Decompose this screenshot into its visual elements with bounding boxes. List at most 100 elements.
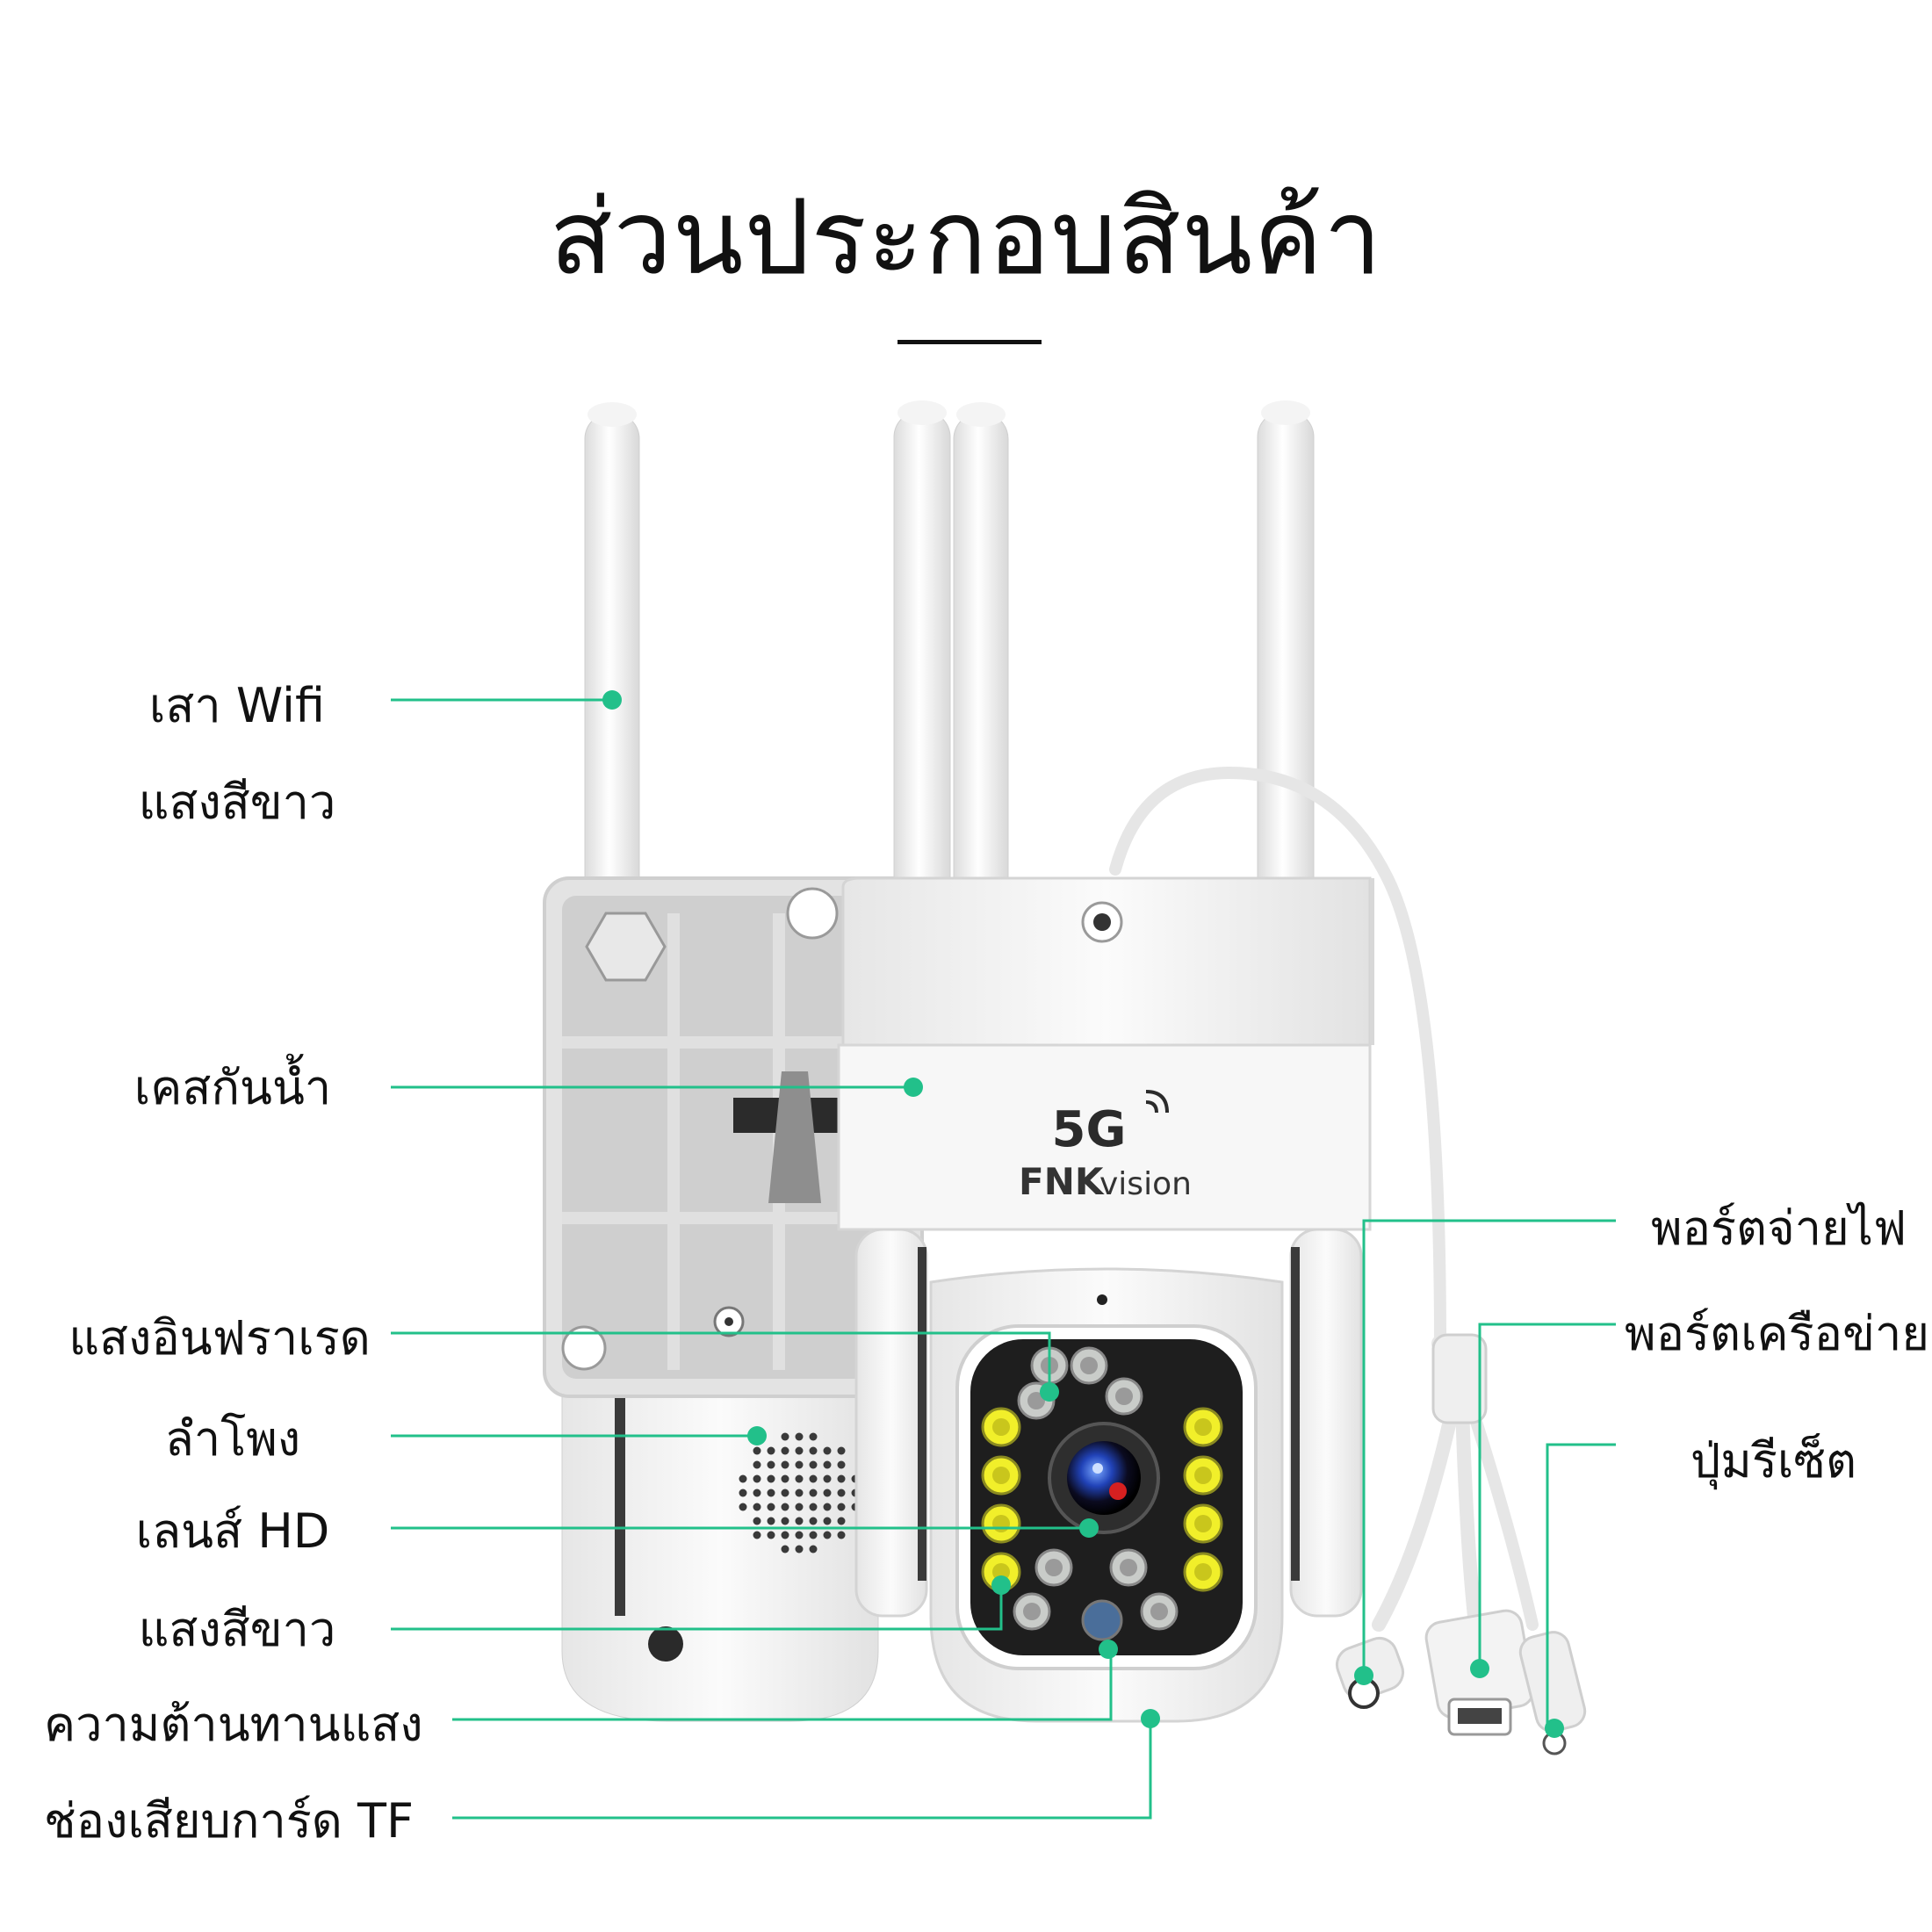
speaker-hole [809,1545,818,1554]
speaker-hole [753,1531,761,1539]
callout-wifi-antenna-dot [602,690,622,710]
speaker-hole [837,1531,846,1539]
label-wifi-antenna: เสา Wifi [148,678,326,733]
label-photoresistor: ความต้านทานแสง [44,1697,423,1752]
infrared-led-core [1080,1357,1098,1374]
speaker-hole [795,1531,804,1539]
callout-tf-slot [452,1721,1152,1820]
white-led-core [1194,1418,1212,1436]
speaker-hole [739,1503,747,1511]
speaker-hole [809,1517,818,1525]
speaker-hole [837,1489,846,1497]
speaker-hole [767,1446,775,1455]
label-white-light: แสงสีขาว [138,1602,336,1657]
infrared-led-core [1023,1603,1041,1620]
infrared-led-core [1150,1603,1168,1620]
callout-network-port-dot [1470,1659,1489,1678]
speaker-hole [837,1446,846,1455]
label-hd-lens: เลนส์ HD [135,1503,330,1559]
infrared-led-core [1115,1388,1133,1405]
speaker-hole [823,1460,832,1469]
speaker-hole [823,1446,832,1455]
label-power-port: พอร์ตจ่ายไฟ [1651,1200,1907,1256]
speaker-hole [809,1432,818,1441]
antenna-back-left [584,402,640,905]
speaker-hole [837,1474,846,1483]
speaker-hole [753,1489,761,1497]
infrared-led-core [1120,1559,1137,1576]
speaker-hole [823,1489,832,1497]
callout-dots [602,690,1564,1738]
label-reset-button: ปุ่มรีเซ็ต [1690,1433,1857,1489]
speaker-hole [739,1489,747,1497]
hd-lens-glass [1067,1441,1141,1515]
infrared-led-core [1045,1559,1063,1576]
speaker-hole [837,1503,846,1511]
speaker-hole [753,1460,761,1469]
speaker-hole [795,1446,804,1455]
speaker-hole [795,1489,804,1497]
speaker-hole [837,1517,846,1525]
label-infrared-light: แสงอินฟราเรด [68,1310,371,1366]
speaker-hole [823,1503,832,1511]
speaker-hole [837,1460,846,1469]
callout-photoresistor-dot [1099,1640,1118,1659]
antenna-back-right [953,402,1009,905]
speaker-hole [781,1503,789,1511]
speaker-hole [767,1517,775,1525]
white-led-core [1194,1467,1212,1484]
photoresistor-sensor [1081,1599,1123,1641]
callout-power-port [1362,1219,1616,1676]
infrared-led-core [1027,1392,1045,1409]
speaker-hole [739,1474,747,1483]
antenna-front-right [1257,400,1315,991]
speaker-hole [795,1545,804,1554]
callout-waterproof-case-dot [904,1078,923,1097]
white-led-core [992,1515,1010,1532]
callout-reset-button [1546,1443,1616,1728]
callout-infrared-light-dot [1040,1382,1059,1402]
reset-connector [1518,1631,1587,1755]
speaker-hole [795,1517,804,1525]
speaker-hole [753,1517,761,1525]
speaker-hole [781,1474,789,1483]
white-led-core [992,1467,1010,1484]
callout-white-light [391,1590,1003,1631]
speaker-hole [781,1460,789,1469]
speaker-hole [781,1446,789,1455]
speaker-hole [795,1460,804,1469]
white-led-core [1194,1563,1212,1581]
page-title: ส่วนประกอบสินค้า [549,177,1383,298]
speaker-hole [781,1432,789,1441]
brand-suffix: vision [1099,1166,1192,1202]
speaker-hole [809,1503,818,1511]
callout-speaker-dot [747,1426,767,1445]
hex-nut [585,912,667,982]
brand-logo: 5G FNK vision [1019,1090,1192,1203]
speaker-hole [795,1432,804,1441]
speaker-hole [767,1474,775,1483]
speaker-hole [795,1474,804,1483]
callout-lines [391,698,1616,1820]
label-network-port: พอร์ตเครือข่าย [1625,1306,1929,1361]
label-tf-slot: ช่องเสียบการ์ด TF [44,1793,415,1849]
speaker-hole [767,1489,775,1497]
speaker-hole [809,1489,818,1497]
callout-photoresistor [452,1651,1113,1721]
speaker-hole [753,1474,761,1483]
white-led-core [992,1418,1010,1436]
camera-front: 5G FNK vision [837,400,1374,1723]
speaker-hole [767,1531,775,1539]
speaker-hole [809,1446,818,1455]
callout-reset-button-dot [1545,1719,1564,1738]
speaker-hole [781,1517,789,1525]
speaker-hole [753,1503,761,1511]
speaker-hole [795,1503,804,1511]
speaker-hole [781,1531,789,1539]
callout-hd-lens-dot [1079,1518,1099,1538]
brand-name: FNK [1019,1160,1105,1203]
callout-network-port [1478,1323,1616,1669]
speaker-hole [781,1545,789,1554]
label-speaker: ลำโพง [164,1411,301,1467]
white-led-core [992,1563,1010,1581]
